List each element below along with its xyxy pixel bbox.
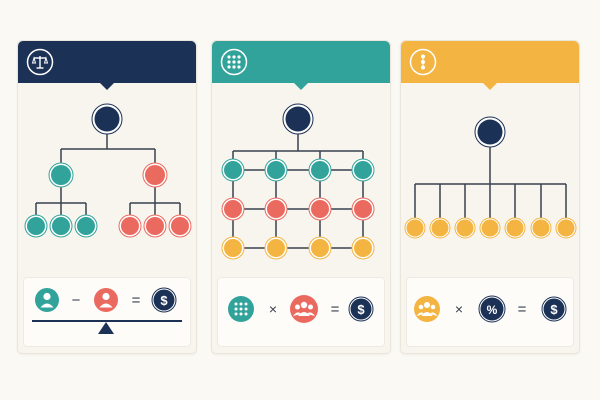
operator-label: ×	[269, 301, 277, 317]
dollar-icon: $	[541, 296, 567, 322]
svg-text:$: $	[160, 293, 168, 308]
panel-banner	[401, 41, 579, 90]
operator-label: =	[132, 292, 141, 309]
leaf-node	[530, 217, 552, 239]
panel-hierarchy-flat: × % = $	[400, 40, 580, 354]
operator-label: =	[331, 301, 340, 318]
group-icon	[290, 295, 318, 323]
binary-tree-diagram	[24, 103, 192, 238]
svg-text:$: $	[550, 302, 558, 317]
leaf-node	[454, 217, 476, 239]
equation-box: − = $	[23, 277, 191, 347]
vertical-dots-icon	[409, 48, 437, 76]
leaf-node	[74, 214, 98, 238]
operator-label: =	[518, 301, 527, 318]
root-node	[474, 116, 506, 148]
panel-banner	[18, 41, 196, 90]
person-icon	[94, 288, 118, 312]
leaf-node	[118, 214, 142, 238]
svg-text:$: $	[357, 302, 365, 317]
operator-label: −	[72, 292, 81, 309]
percent-icon: %	[478, 295, 506, 323]
root-node	[282, 103, 314, 135]
root-node	[91, 103, 123, 135]
dollar-icon: $	[348, 296, 374, 322]
group-icon	[414, 296, 440, 322]
leaf-node	[143, 214, 167, 238]
matrix-row-coral	[221, 197, 375, 221]
flat-tree-diagram	[404, 116, 577, 239]
operator-label: ×	[455, 301, 463, 317]
panel-banner	[212, 41, 390, 90]
leaf-node	[479, 217, 501, 239]
dot-grid-icon	[220, 48, 248, 76]
leaf-node	[168, 214, 192, 238]
equation-box: × % = $	[406, 277, 574, 347]
equation-box: × = $	[217, 277, 385, 347]
panel-hierarchy-matrix: × = $	[211, 40, 391, 354]
matrix-diagram	[221, 103, 375, 260]
panel-hierarchy-binary: − = $	[17, 40, 197, 354]
matrix-row-amber	[221, 236, 375, 260]
leaf-node	[24, 214, 48, 238]
leaf-node	[404, 217, 426, 239]
child-node	[142, 162, 168, 188]
seesaw-icon	[32, 320, 182, 334]
dollar-icon: $	[151, 287, 177, 313]
svg-text:%: %	[487, 303, 498, 317]
dot-grid-icon	[228, 296, 254, 322]
balance-scale-icon	[26, 48, 54, 76]
leaf-node	[49, 214, 73, 238]
leaf-node	[429, 217, 451, 239]
leaf-node	[555, 217, 577, 239]
child-node	[48, 162, 74, 188]
person-icon	[35, 288, 59, 312]
leaf-node	[504, 217, 526, 239]
matrix-row-teal	[221, 158, 375, 182]
